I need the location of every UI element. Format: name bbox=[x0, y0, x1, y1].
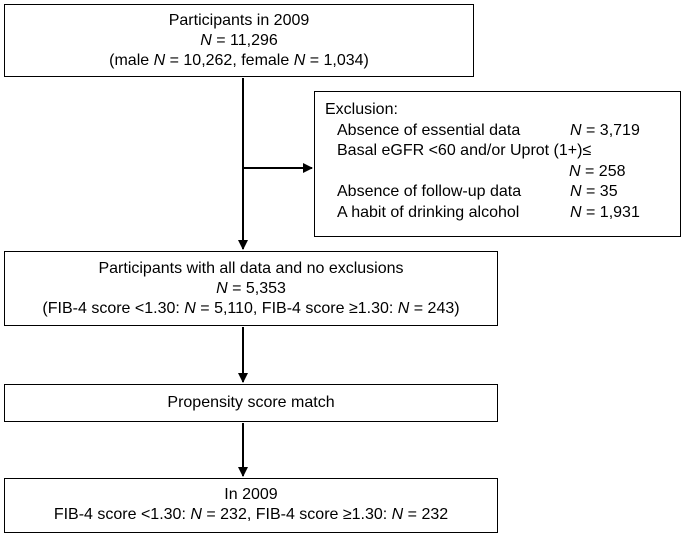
participants-sex-breakdown: (male N = 10,262, female N = 1,034) bbox=[109, 52, 369, 69]
exclusion-count: N = 1,931 bbox=[570, 203, 640, 221]
exclusion-label: Absence of essential data bbox=[337, 121, 521, 139]
eligible-participants-box: Participants with all data and no exclus… bbox=[4, 251, 498, 326]
eligible-total: N = 5,353 bbox=[216, 280, 286, 297]
matched-title: In 2009 bbox=[224, 486, 278, 503]
exclusion-label: A habit of drinking alcohol bbox=[337, 203, 520, 221]
exclusion-count: N = 35 bbox=[570, 183, 618, 200]
matched-cohort-box: In 2009 FIB-4 score <1.30: N = 232, FIB-… bbox=[4, 478, 498, 533]
exclusion-row: Absence of essential data N = 3,719 bbox=[325, 121, 680, 142]
eligible-title: Participants with all data and no exclus… bbox=[98, 260, 404, 277]
participants-total: N = 11,296 bbox=[200, 32, 278, 49]
exclusion-row-continued: N = 258 bbox=[325, 162, 680, 183]
exclusion-count: N = 3,719 bbox=[570, 121, 640, 139]
propensity-label: Propensity score match bbox=[167, 394, 335, 411]
exclusion-title: Exclusion: bbox=[325, 101, 398, 118]
matched-fib4-breakdown: FIB-4 score <1.30: N = 232, FIB-4 score … bbox=[53, 506, 449, 523]
participants-title: Participants in 2009 bbox=[168, 12, 310, 29]
exclusion-row: Basal eGFR <60 and/or Uprot (1+)≤ bbox=[325, 141, 680, 162]
eligible-fib4-breakdown: (FIB-4 score <1.30: N = 5,110, FIB-4 sco… bbox=[42, 300, 460, 317]
participants-2009-box: Participants in 2009 N = 11,296 (male N … bbox=[4, 4, 474, 77]
exclusion-box: Exclusion: Absence of essential data N =… bbox=[314, 91, 681, 237]
exclusion-row: A habit of drinking alcohol N = 1,931 bbox=[325, 203, 680, 224]
propensity-match-box: Propensity score match bbox=[4, 384, 498, 422]
exclusion-row: Absence of follow-up data N = 35 bbox=[325, 182, 680, 203]
exclusion-label: Basal eGFR <60 and/or Uprot (1+)≤ bbox=[337, 142, 592, 159]
exclusion-label: Absence of follow-up data bbox=[337, 183, 522, 200]
exclusion-count: N = 258 bbox=[569, 162, 626, 180]
